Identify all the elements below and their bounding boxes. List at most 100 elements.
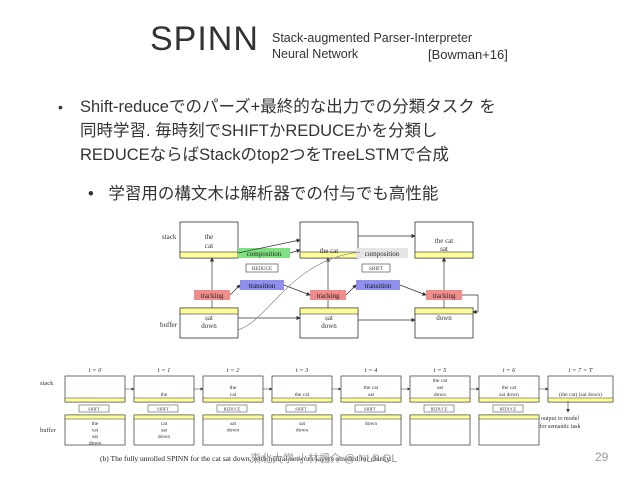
top-stack-cell-1: the cat — [179, 221, 239, 259]
op-label-5: REDUCE — [431, 407, 448, 412]
top-stack-label: stack — [162, 233, 177, 241]
bullet-1-line-2: 同時学習. 毎時刻でSHIFTかREDUCEかを分類し — [80, 122, 438, 140]
top-buffer-cell-1-text-2: down — [201, 322, 217, 330]
bottom-buffer-bar-5 — [409, 414, 471, 420]
bottom-buffer-cell-2 — [202, 414, 264, 446]
tracking-label-2: tracking — [317, 292, 340, 300]
tracking-box-3 — [426, 290, 462, 300]
bottom-stack-bar-4 — [340, 397, 402, 403]
slide-title: SPINN — [150, 20, 259, 58]
bottom-buffer-word: the — [92, 421, 99, 427]
op-label-0: SHIFT — [88, 407, 100, 412]
bottom-stack-cell-1 — [133, 375, 195, 403]
bottom-stack-word: the — [161, 392, 168, 398]
top-buffer-cell-1: sat down — [179, 307, 239, 339]
bottom-buffer-bar-0 — [64, 414, 126, 420]
time-label-7: t = 7 = T — [569, 367, 593, 374]
composition-box-1 — [238, 248, 290, 258]
bottom-stack-word: down — [434, 392, 446, 398]
bottom-stack-word: cat — [230, 392, 237, 398]
reduce-op-label: REDUCE — [252, 267, 272, 272]
bottom-buffer-bar-1 — [133, 414, 195, 420]
bottom-stack-word: the cat — [502, 385, 517, 391]
top-stack-cell-3-text-1: the cat — [435, 237, 454, 245]
op-box-4 — [354, 404, 386, 413]
top-buffer-cell-1-text-1: sat — [205, 314, 213, 322]
bottom-stack-word: sat — [437, 385, 444, 391]
bottom-stack-cell-4 — [340, 375, 402, 403]
slide-subtitle: Stack-augmented Parser-Interpreter Neura… — [272, 30, 472, 62]
bottom-buffer-word: sat — [92, 434, 99, 440]
top-stack-cell-2: the cat — [299, 221, 359, 259]
time-label-4: t = 4 — [365, 367, 378, 374]
top-stack-cell-2-text-1: the cat — [320, 247, 339, 255]
bottom-stack-word: the cat — [433, 378, 448, 384]
bottom-buffer-bar-2 — [202, 414, 264, 420]
bottom-stack-cell-6 — [478, 375, 540, 403]
bottom-stack-bar-1 — [133, 397, 195, 403]
op-label-6: REDUCE — [500, 407, 517, 412]
tracking-label-3: tracking — [433, 292, 456, 300]
top-buffer-cell-2-text-2: down — [321, 322, 337, 330]
bottom-buffer-label: buffer — [40, 427, 57, 434]
transition-box-1 — [240, 280, 284, 290]
top-diagram: stack buffer the cat the cat the cat sat… — [160, 221, 479, 339]
shift-op-box — [361, 263, 391, 273]
bottom-buffer-word: sat — [299, 421, 306, 427]
bottom-stack-cell-0 — [64, 375, 126, 403]
top-stack-cell-1-text-2: cat — [205, 242, 213, 250]
bullet-2: • 学習用の構文木は解析器での付与でも高性能 — [88, 180, 438, 204]
top-arrows — [209, 233, 479, 331]
bottom-stack-bar-3 — [271, 397, 333, 403]
bullet-2-symbol: • — [88, 185, 94, 203]
shift-op-label: SHIFT — [369, 267, 383, 272]
composition-label-2: composition — [365, 250, 400, 258]
op-box-6 — [492, 404, 524, 413]
tracking-box-2 — [310, 290, 346, 300]
op-box-2 — [216, 404, 248, 413]
bottom-buffer-word: sat — [161, 428, 168, 434]
op-box-0 — [78, 404, 110, 413]
output-note-line-2: for semantic task — [540, 423, 581, 430]
time-label-3: t = 3 — [296, 367, 309, 374]
bottom-stack-word: the — [230, 385, 237, 391]
top-buffer-cell-2: sat down — [299, 307, 359, 339]
bottom-stack-bar-0 — [64, 397, 126, 403]
bottom-stack-word: the cat — [364, 385, 379, 391]
op-box-1 — [147, 404, 179, 413]
time-label-2: t = 2 — [227, 367, 240, 374]
composition-label-1: composition — [247, 250, 282, 258]
bottom-buffer-cell-6 — [478, 414, 540, 446]
bottom-buffer-word: down — [89, 441, 101, 447]
transition-box-2 — [356, 280, 400, 290]
top-buffer-cell-2-text-1: sat — [325, 314, 333, 322]
bottom-stack-bar-6 — [478, 397, 540, 403]
bottom-buffer-cell-4 — [340, 414, 402, 446]
op-box-5 — [423, 404, 455, 413]
bottom-stack-word: sat — [368, 392, 375, 398]
bottom-stack-word: the cat — [295, 392, 310, 398]
footer-credit: 東北大学 小林颯介 @ NLP-DL — [250, 453, 398, 465]
time-label-5: t = 5 — [434, 367, 447, 374]
tracking-box-1 — [194, 290, 230, 300]
top-stack-cell-1-text-1: the — [205, 233, 214, 241]
top-buffer-label: buffer — [160, 321, 178, 329]
bullet-2-text: 学習用の構文木は解析器での付与でも高性能 — [108, 185, 439, 203]
op-label-1: SHIFT — [157, 407, 169, 412]
page-number: 29 — [595, 450, 609, 464]
top-stack-cell-3: the cat sat — [414, 221, 474, 259]
bottom-buffer-cell-5 — [409, 414, 471, 446]
bottom-buffer-word: down — [158, 434, 170, 440]
bottom-stack-cell-2 — [202, 375, 264, 403]
bullet-1-line-1: Shift-reduceでのパーズ+最終的な出力での分類タスク を — [80, 98, 496, 116]
bottom-stack-bar-2 — [202, 397, 264, 403]
bottom-stack-cell-7 — [547, 375, 614, 403]
output-note-line-1: output to model — [541, 416, 579, 422]
time-label-1: t = 1 — [158, 367, 171, 374]
bottom-stack-bar-7 — [547, 397, 614, 403]
tracking-label-1: tracking — [201, 292, 224, 300]
top-buffer-cell-3-text-1: down — [436, 314, 452, 322]
bottom-stack-word: (the cat) (sat down) — [559, 391, 602, 398]
